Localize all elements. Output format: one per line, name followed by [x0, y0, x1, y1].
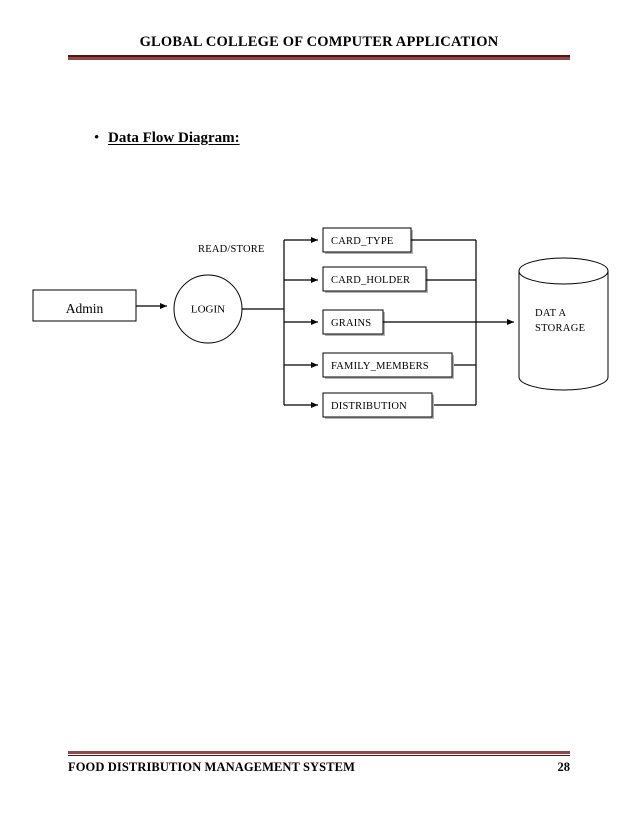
footer-divider [68, 751, 570, 756]
data-storage-label-line2: STORAGE [535, 323, 585, 334]
footer-divider-light-line [68, 751, 570, 754]
diagram-node-data-storage: DAT A STORAGE [518, 257, 609, 391]
section-heading-label: Data Flow Diagram: [108, 130, 240, 146]
bullet-icon: • [94, 130, 100, 146]
login-label: LOGIN [191, 304, 225, 316]
diagram-node-admin: Admin [32, 289, 137, 322]
diagram-node-grains: GRAINS [322, 309, 385, 336]
data-storage-label-line1: DAT A [535, 308, 566, 319]
header-divider-light-line [68, 57, 570, 60]
distribution-label: DISTRIBUTION [331, 401, 407, 412]
diagram-node-login: LOGIN [173, 274, 243, 344]
header-divider [68, 55, 570, 60]
card-holder-label: CARD_HOLDER [331, 275, 410, 286]
diagram-node-distribution: DISTRIBUTION [322, 392, 434, 419]
footer-divider-dark-line [68, 754, 570, 756]
diagram-node-card-type: CARD_TYPE [322, 227, 413, 254]
header-title: GLOBAL COLLEGE OF COMPUTER APPLICATION [139, 34, 499, 50]
admin-label: Admin [66, 301, 104, 316]
flow-label-read-store: READ/STORE [198, 244, 265, 255]
diagram-node-card-holder: CARD_HOLDER [322, 266, 428, 293]
header-divider-dark-line [68, 55, 570, 57]
diagram-node-family-members: FAMILY_MEMBERS [322, 352, 454, 379]
footer-page-number: 28 [557, 760, 571, 774]
document-footer: FOOD DISTRIBUTION MANAGEMENT SYSTEM 28 [68, 760, 570, 775]
card-type-label: CARD_TYPE [331, 236, 393, 247]
section-heading: • Data Flow Diagram: [94, 130, 240, 147]
family-members-label: FAMILY_MEMBERS [331, 361, 429, 372]
footer-title: FOOD DISTRIBUTION MANAGEMENT SYSTEM [68, 760, 355, 774]
document-header: GLOBAL COLLEGE OF COMPUTER APPLICATION [0, 34, 638, 51]
grains-label: GRAINS [331, 318, 371, 329]
